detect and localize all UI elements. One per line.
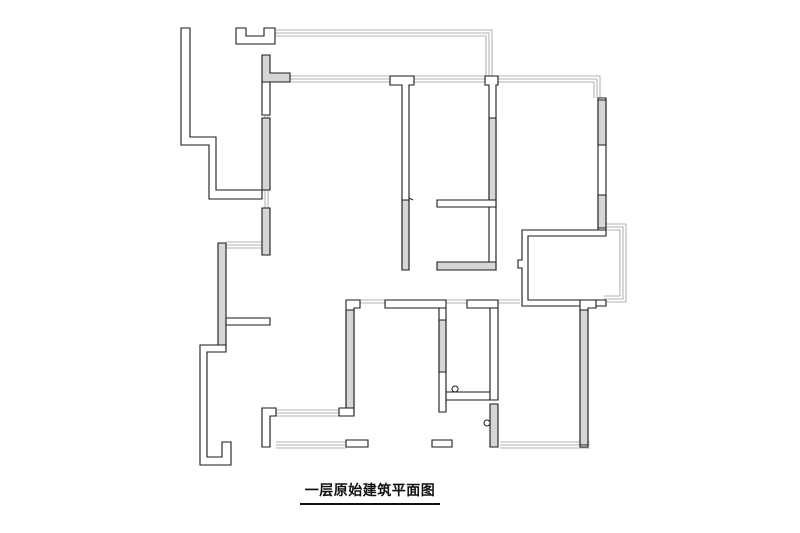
walls <box>180 27 607 466</box>
window-lines <box>226 29 627 449</box>
plan-title: 一层原始建筑平面图 <box>304 483 436 499</box>
title-underline <box>300 503 440 505</box>
fixtures <box>408 197 491 427</box>
